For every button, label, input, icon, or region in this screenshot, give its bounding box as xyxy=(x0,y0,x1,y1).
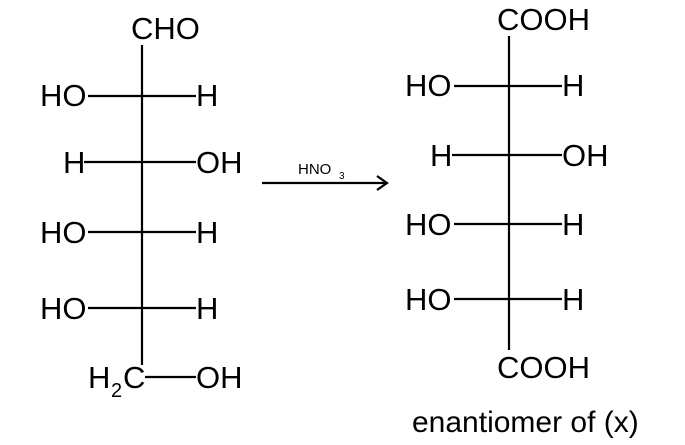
right-top-group: COOH xyxy=(497,2,590,37)
right-row2-right: OH xyxy=(562,138,609,173)
right-row1-left: HO xyxy=(405,68,452,103)
right-row1-right: H xyxy=(562,68,584,103)
reagent-subscript: 3 xyxy=(339,171,345,182)
right-row4-right: H xyxy=(562,282,584,317)
right-row3-right: H xyxy=(562,207,584,242)
left-row1-right: H xyxy=(196,78,218,113)
reagent-label: HNO xyxy=(298,161,331,178)
left-row3-left: HO xyxy=(40,215,87,250)
left-bottom-h: H xyxy=(88,360,110,395)
right-row3-left: HO xyxy=(405,207,452,242)
right-bottom-group: COOH xyxy=(497,350,590,385)
right-fischer-projection: COOH HO H H OH HO H HO H COOH enantiomer… xyxy=(405,2,639,439)
left-bottom-subscript: 2 xyxy=(111,380,122,402)
left-fischer-projection: CHO HO H H OH HO H HO H H 2 C OH xyxy=(40,11,243,402)
left-row1-left: HO xyxy=(40,78,87,113)
left-row2-left: H xyxy=(63,145,85,180)
right-row4-left: HO xyxy=(405,282,452,317)
reaction-arrow-group: HNO 3 xyxy=(262,161,389,191)
left-row2-right: OH xyxy=(196,145,243,180)
caption-enantiomer: enantiomer of (x) xyxy=(412,406,639,439)
left-row3-right: H xyxy=(196,215,218,250)
left-bottom-c: C xyxy=(123,360,145,395)
right-row2-left: H xyxy=(430,138,452,173)
left-row4-right: H xyxy=(196,291,218,326)
left-top-group: CHO xyxy=(131,11,200,46)
left-row4-left: HO xyxy=(40,291,87,326)
arrow-head-icon xyxy=(376,175,389,191)
left-bottom-oh: OH xyxy=(196,360,243,395)
